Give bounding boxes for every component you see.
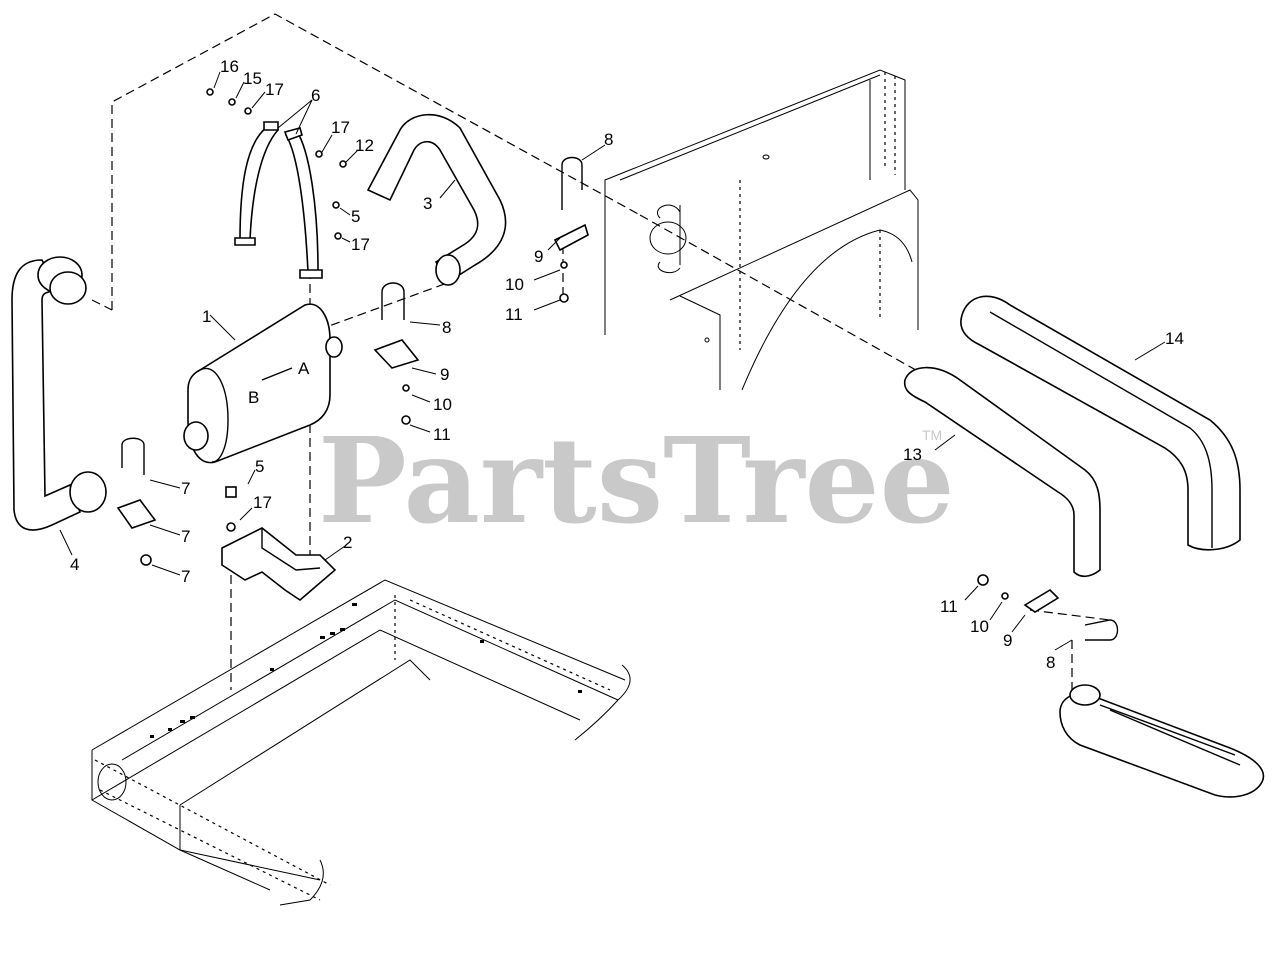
- watermark: PartsTree: [318, 411, 955, 550]
- exhaust-manifold: [1059, 684, 1265, 798]
- callout-7: 7: [181, 479, 190, 498]
- callout-9: 9: [440, 365, 449, 384]
- engine-housing: [604, 69, 919, 391]
- callout-8: 8: [442, 318, 451, 337]
- part-14-tube: [960, 295, 1241, 551]
- part-6-straps: [234, 121, 323, 279]
- part-3-bent-pipe: [366, 113, 507, 286]
- callout-15: 15: [243, 69, 262, 88]
- callout-11: 11: [433, 425, 451, 444]
- callout-9: 9: [534, 247, 543, 266]
- callout-8: 8: [604, 130, 613, 149]
- callout-10: 10: [970, 617, 989, 636]
- watermark-trademark: TM: [922, 427, 942, 443]
- callout-8: 8: [1046, 653, 1055, 672]
- part-13-tube: [903, 366, 1101, 578]
- callout-17: 17: [253, 493, 272, 512]
- callout-9: 9: [1003, 631, 1012, 650]
- callout-4: 4: [70, 555, 79, 574]
- muffler-label-a: A: [298, 359, 310, 378]
- callout-17: 17: [351, 235, 370, 254]
- callout-17: 17: [265, 80, 284, 99]
- callout-1: 1: [202, 307, 211, 326]
- callout-5: 5: [351, 207, 360, 226]
- callout-3: 3: [423, 194, 432, 213]
- callout-7: 7: [181, 567, 190, 586]
- callout-11: 11: [940, 597, 958, 616]
- part-1-muffler: B A: [183, 303, 343, 464]
- part-2-bracket: [221, 527, 337, 602]
- part-4-tailpipe: [11, 256, 107, 531]
- callout-2: 2: [343, 533, 352, 552]
- callout-13: 13: [903, 445, 922, 464]
- muffler-label-b: B: [248, 388, 259, 407]
- leader-lines: [59, 71, 1166, 651]
- u-bolt-hardware: [116, 88, 1119, 641]
- callout-12: 12: [355, 136, 374, 155]
- mower-frame: [91, 579, 631, 906]
- callout-14: 14: [1165, 329, 1184, 348]
- callout-6: 6: [311, 86, 320, 105]
- callout-17: 17: [331, 118, 350, 137]
- callout-11: 11: [505, 305, 523, 324]
- callout-10: 10: [505, 275, 524, 294]
- callout-5: 5: [255, 457, 264, 476]
- callout-16: 16: [220, 57, 239, 76]
- callout-10: 10: [433, 395, 452, 414]
- callout-7: 7: [181, 527, 190, 546]
- callout-numbers: 16 15 17 6 17 12 5 17 3 8 9 10 11 1 8 9 …: [70, 57, 1184, 672]
